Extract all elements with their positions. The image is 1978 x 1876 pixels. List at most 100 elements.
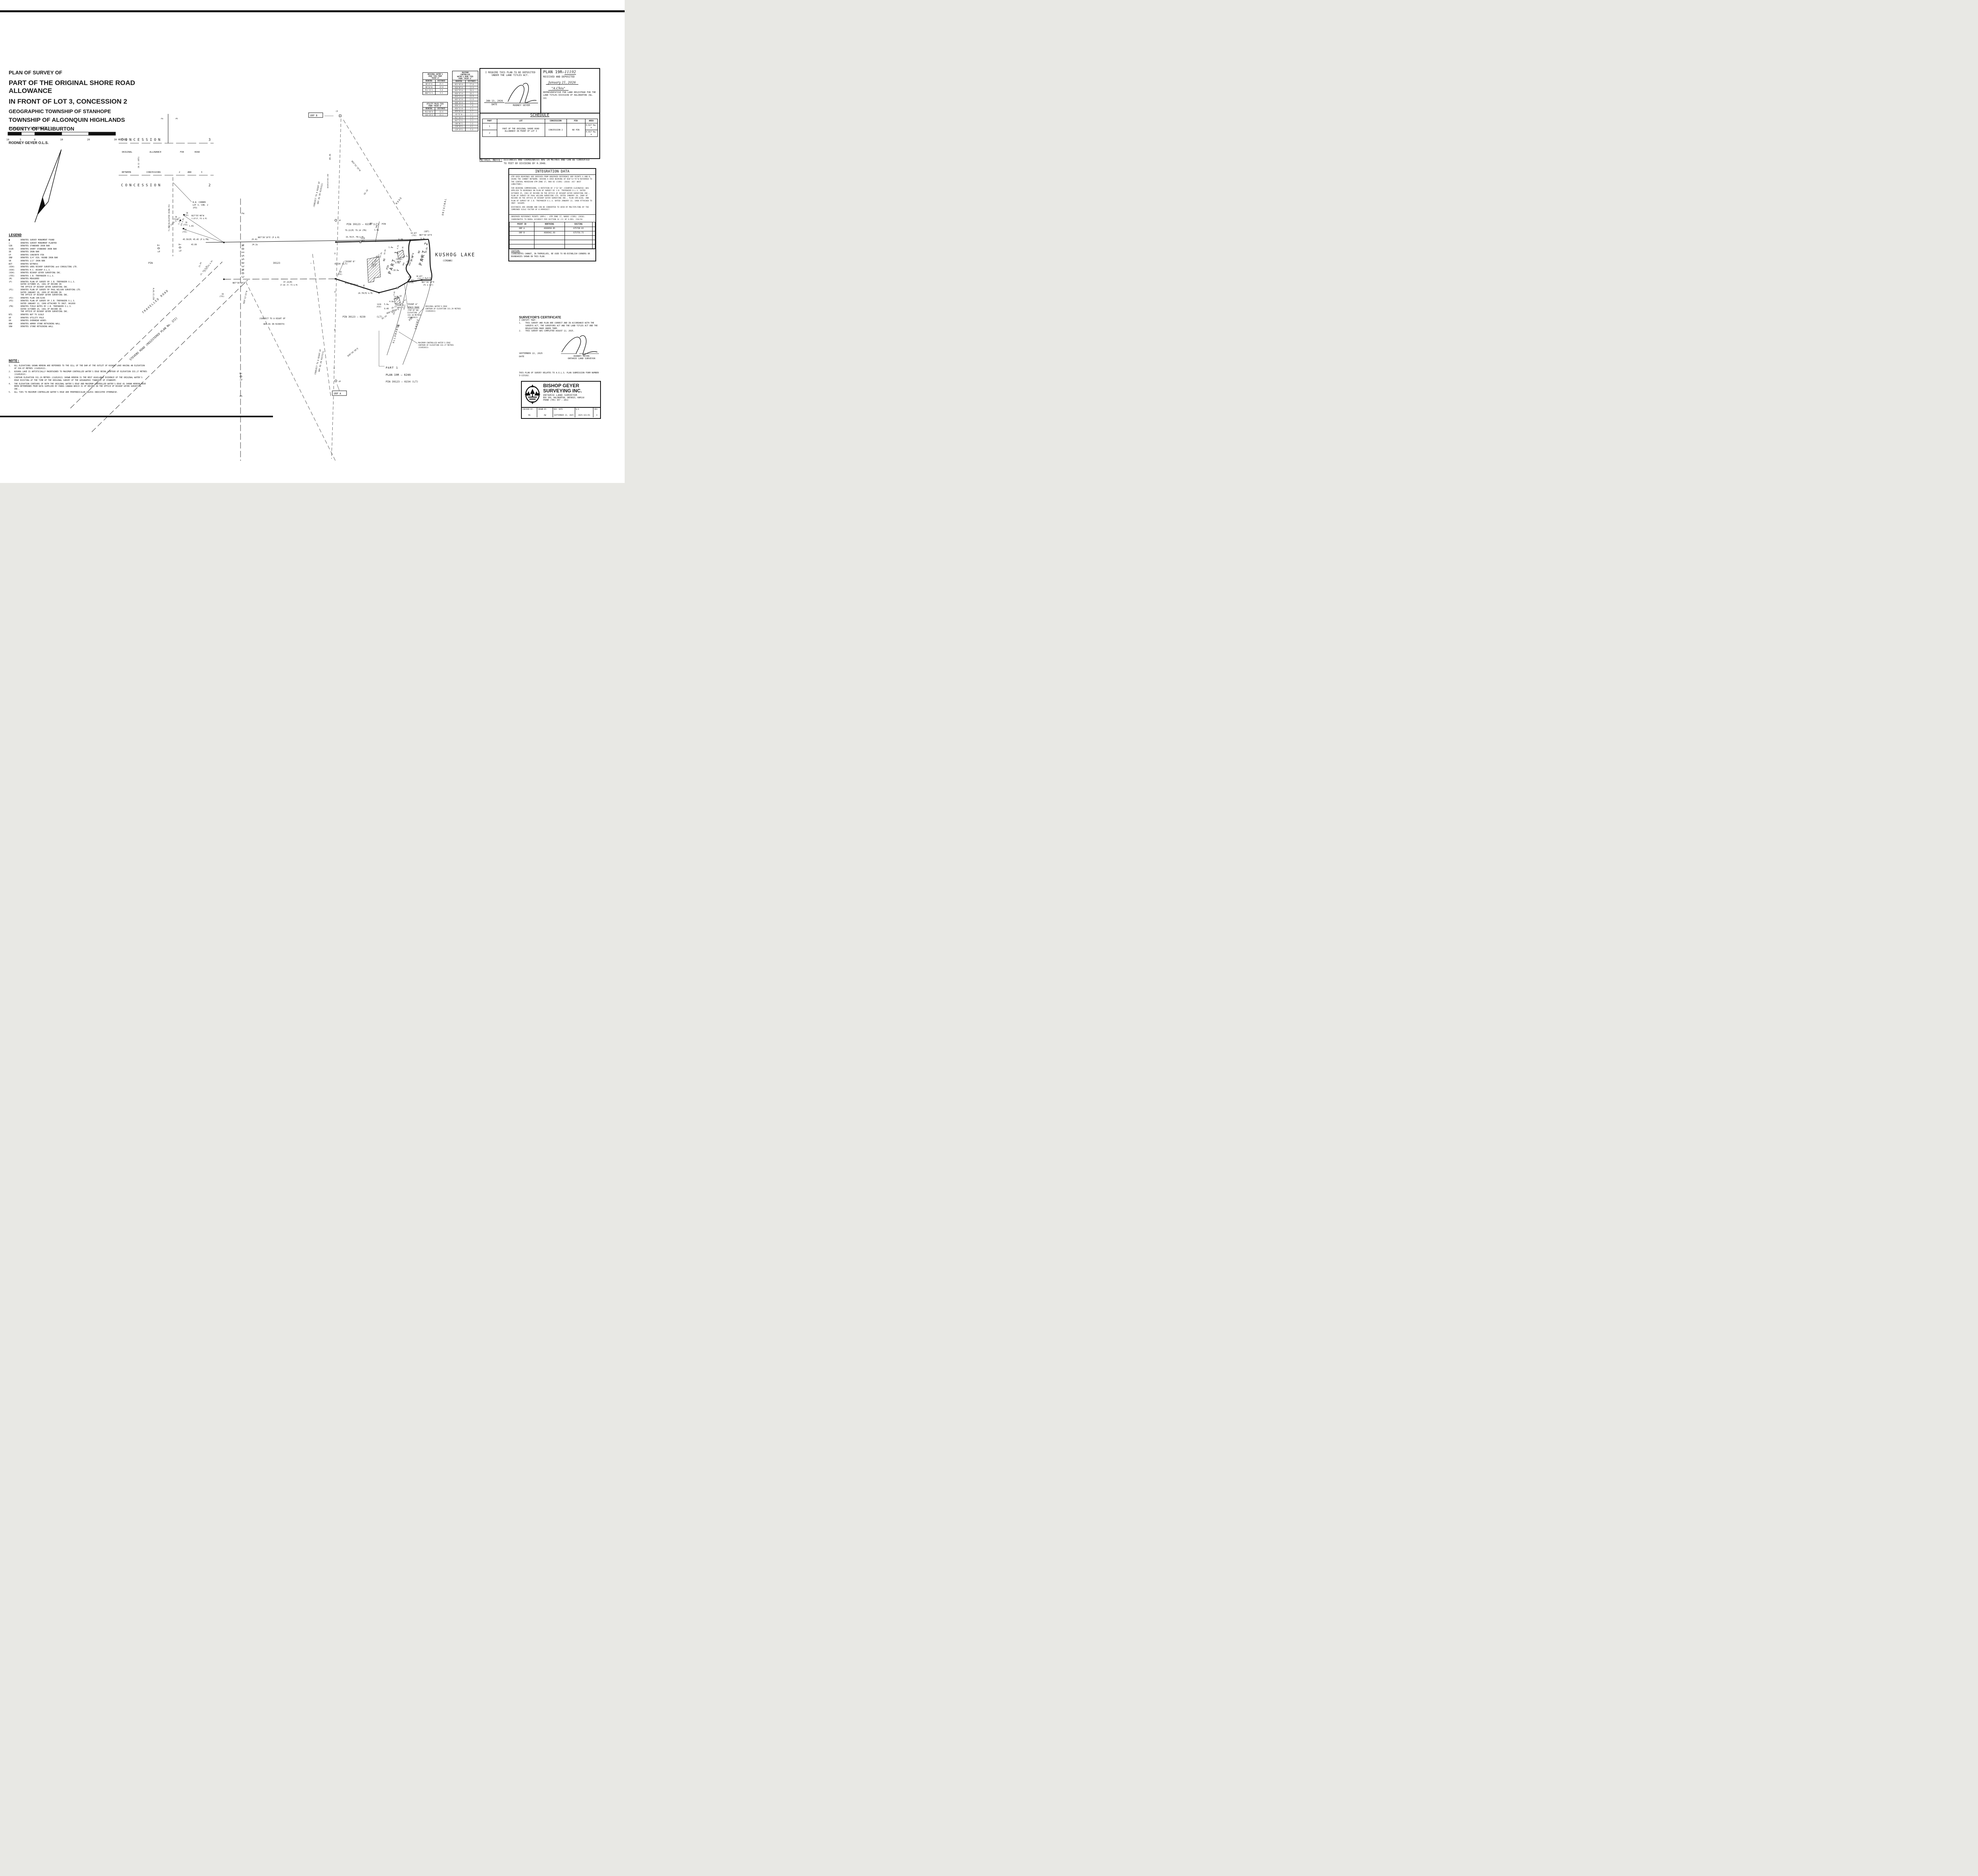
map-label: 2: [208, 184, 210, 187]
map-label: IB: [185, 221, 188, 224]
legend-item: (P1)DENOTES PLAN OF SURVEY BY PAUL WILSO…: [9, 289, 179, 296]
map-label: CONTOUR OF ELEVATION 333.27 METRES: [418, 344, 454, 346]
map-label: SB: [339, 271, 342, 273]
legend-text: DENOTES SHORT STANDARD IRON BAR: [21, 248, 57, 250]
scale-tick: 10: [6, 138, 9, 141]
certificate-item-number: 1.: [519, 322, 521, 324]
certificate-item-text: THIS SURVEY WAS COMPLETED AUGUST 12, 202…: [525, 330, 574, 333]
legend-item: (P3)DENOTES PLAN OF SURVEY BY J.B. TREPA…: [9, 300, 179, 305]
scale-tick: 10: [60, 138, 63, 141]
registrar-title: REPRESENTATIVE FOR LAND REGISTRAR FOR TH…: [543, 91, 596, 100]
map-label: CONCESSION: [121, 138, 162, 142]
legend-symbol: (P1): [9, 289, 13, 292]
map-label: KUSHOG LAKE: [435, 252, 475, 257]
note-number: 4.: [9, 382, 11, 385]
certificate-signature: [561, 335, 599, 356]
map-label: (P, P3 & M): [200, 265, 208, 276]
map-label: N.W. CORNER: [193, 201, 206, 204]
map-label: SB WIT: [411, 232, 417, 235]
orp-table-row: [509, 235, 596, 240]
surveyor-signature: [508, 83, 537, 103]
map-label: UP: [339, 220, 341, 222]
frame-shed-footprint: [394, 297, 401, 305]
note-heading: NOTE:: [9, 359, 20, 363]
map-label: SHED: [397, 307, 401, 309]
legend-items: ■DENOTES SURVEY MONUMENT FOUND□DENOTES S…: [9, 239, 179, 328]
map-label: NO: [370, 223, 373, 225]
map-label: 89.36: [329, 154, 332, 160]
map-label: (CROWN): [443, 259, 453, 262]
map-label: CONCESSION: [121, 184, 162, 187]
plan-title-line: PLAN OF SURVEY OF: [9, 70, 63, 76]
orp-table-row: [509, 240, 596, 245]
map-label: 5.4±: [384, 303, 389, 306]
orp-a-label: ORP A: [334, 392, 341, 395]
note-item: 4.THE ELEVATION CONTOURS OF BOTH THE ORI…: [9, 383, 147, 391]
map-label: (SUBJECT TO A RIGHT OF: [259, 318, 285, 320]
legend-symbol: SB: [9, 259, 11, 262]
map-label: 8.81: [397, 295, 402, 298]
scale-text: SCALE 1 : 300 METRIC: [9, 127, 52, 131]
legend-item: (M)DENOTES MEASURED: [9, 278, 179, 280]
legend-symbol: SIB: [9, 245, 12, 248]
map-label: N67°36'10"E: [422, 281, 434, 284]
legend-text: DENOTES MEASURED: [21, 278, 40, 280]
legend-text: DENOTES PLAN OF SURVEY BY J.B. TREPANIER…: [21, 280, 76, 288]
map-label: 3: [175, 118, 178, 119]
legend-text: DENOTES 1/2" IRON BAR: [21, 259, 45, 262]
legend-item: (934)DENOTES H.C. BISHOP O.L.S.: [9, 269, 179, 271]
map-label: STEVENS ROAD (REGISTERED PLAN No. 372): [129, 316, 178, 361]
legend-text: DENOTES ARMOR STONE RETAINING WALL: [21, 322, 61, 325]
map-label: 2: [179, 171, 180, 174]
map-label: SRW: [375, 225, 378, 229]
schedule-box: SCHEDULE PART LOT CONCESSION PIN AREA 1 …: [479, 112, 600, 159]
map-label: (EAST): [392, 309, 396, 315]
map-label: ALLOWANCE: [392, 324, 400, 344]
map-label: N67°36'10"E: [233, 282, 245, 284]
legend-item: □DENOTES SURVEY MONUMENT PLANTED: [9, 242, 179, 244]
aols-submission-note: THIS PLAN OF SURVEY RELATES TO A.O.L.S. …: [519, 372, 599, 377]
max-controlled-waters-edge-ties-table: MAXIMUM CONTROLLED WATER'S EDGE TIES FRO…: [452, 71, 478, 131]
map-label: WIT: [395, 298, 398, 300]
legend-text: DENOTES GREG BISHOP SURVEYING and CONSUL…: [21, 266, 78, 269]
note-block: NOTE: 1.ALL ELEVATIONS SHOWN HEREON ARE …: [9, 359, 147, 395]
map-label: 4.0±: [389, 301, 394, 303]
plan-title-line: PART OF THE ORIGINAL SHORE ROAD ALLOWANC…: [9, 79, 135, 95]
firm-cell-w-o: W.O.2025–161–R1: [575, 408, 594, 417]
map-label: (934): [376, 306, 381, 308]
map-label: IB: [186, 212, 188, 214]
map-label: 24.78(P2 & M): [358, 292, 373, 295]
legend-heading: LEGEND: [9, 233, 22, 237]
map-label: PIN 39123 – 0239: [343, 316, 366, 318]
legend-symbol: IB: [9, 251, 11, 254]
map-label: 5.22: [178, 220, 181, 225]
map-label: "POINT B": [345, 261, 355, 263]
map-label: CP: [336, 110, 338, 113]
map-label: 10.46: [383, 249, 387, 255]
certificate-items: 1.THIS SURVEY AND PLAN ARE CORRECT AND I…: [519, 322, 601, 333]
legend-text: DENOTES NOT TO SCALE: [21, 313, 44, 316]
certificate-item-number: 2.: [519, 330, 521, 333]
frame-shed-footprint: [397, 250, 405, 259]
legend-text: DENOTES PLAN 19R–6246: [21, 297, 45, 299]
scale-tick: 20: [87, 138, 90, 141]
map-label: ROAD: [195, 151, 200, 153]
legend-item: (934)DENOTES BISHOP GEYER SURVEYING INC.: [9, 272, 179, 274]
legend-text: DENOTES STONE RETAINING WALL: [21, 326, 53, 328]
note-item: 1.ALL ELEVATIONS SHOWN HEREON ARE REFERR…: [9, 365, 147, 370]
map-label: N22°23'50"W: [153, 288, 155, 300]
note-item: 5.ALL TIES TO MAXIMUM CONTROLLED WATER'S…: [9, 391, 147, 394]
map-label: N38°20'30"E: [347, 347, 359, 357]
legend-symbol: (934): [9, 266, 15, 269]
top-border-line: [0, 10, 625, 12]
note-text: ALL TIES TO MAXIMUM CONTROLLED WATER'S E…: [14, 391, 118, 394]
legend-text: DENOTES J.B. TREPANIER O.L.S.: [21, 274, 55, 277]
firm-cell-drawn-by: DRAWN BY:AW: [537, 408, 553, 417]
map-label: 24.2±: [252, 244, 258, 246]
